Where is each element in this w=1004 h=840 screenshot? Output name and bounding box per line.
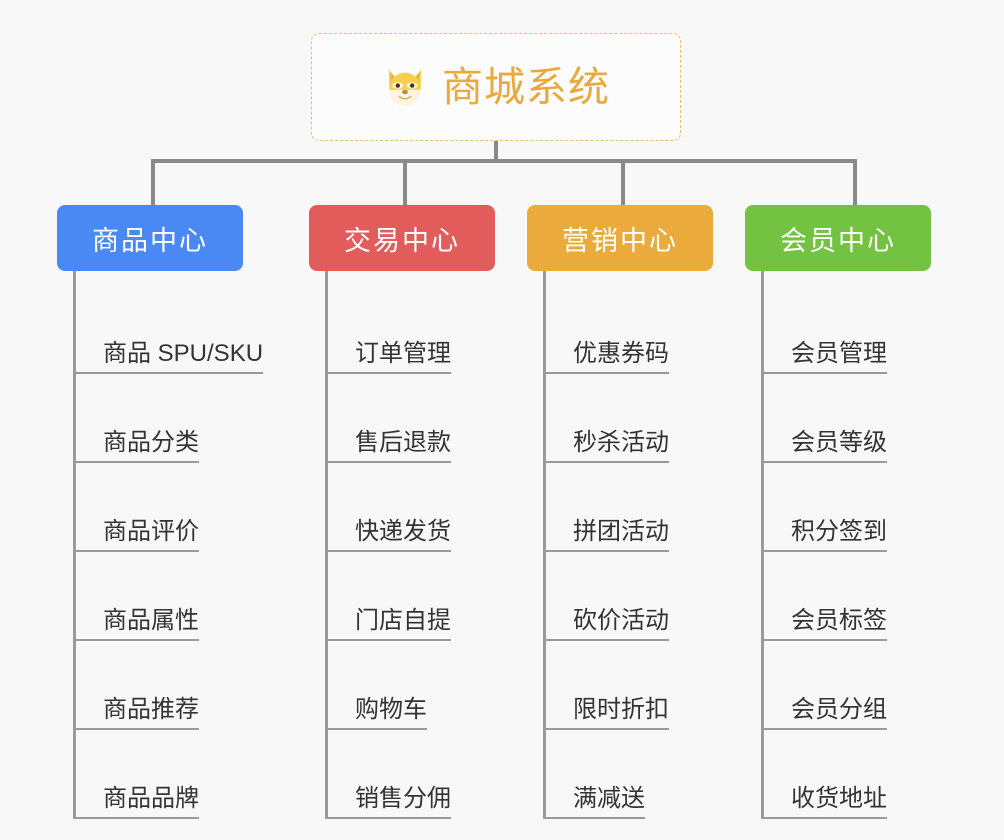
connector-drop-3 <box>621 159 625 205</box>
branch-item-label: 优惠券码 <box>573 339 669 367</box>
branch-item-underline <box>325 550 451 552</box>
branch-header[interactable]: 交易中心 <box>309 205 495 271</box>
branch-item-underline <box>73 728 199 730</box>
branch-item-label: 门店自提 <box>355 606 451 634</box>
branch-item[interactable]: 拼团活动 <box>543 463 713 552</box>
branch-item-label: 售后退款 <box>355 428 451 456</box>
branch-item-underline <box>543 639 669 641</box>
branch-item[interactable]: 会员标签 <box>761 552 931 641</box>
branch-item[interactable]: 销售分佣 <box>325 730 495 819</box>
branch-item-underline <box>761 817 887 819</box>
branch-item-list: 会员管理会员等级积分签到会员标签会员分组收货地址 <box>761 271 931 819</box>
branch-item-label: 拼团活动 <box>573 517 669 545</box>
connector-root-stem <box>494 141 498 162</box>
branch-item[interactable]: 商品属性 <box>73 552 243 641</box>
branch-item-underline <box>325 728 427 730</box>
branch-item-underline <box>73 372 263 374</box>
branch-item[interactable]: 购物车 <box>325 641 495 730</box>
branch-item-underline <box>543 461 669 463</box>
branch-item-underline <box>543 728 669 730</box>
branch-item-underline <box>543 372 669 374</box>
branch-item-underline <box>543 817 645 819</box>
branch-item-underline <box>73 639 199 641</box>
branch-item-underline <box>543 550 669 552</box>
branch-item-list: 商品 SPU/SKU 商品分类商品评价商品属性商品推荐商品品牌 <box>73 271 263 819</box>
root-node[interactable]: 商城系统 <box>311 33 681 141</box>
branch-item-underline <box>761 728 887 730</box>
branch-item-label: 商品品牌 <box>103 784 199 812</box>
branch-item[interactable]: 快递发货 <box>325 463 495 552</box>
shiba-dog-face-icon <box>382 64 428 110</box>
branch-item-underline <box>73 461 199 463</box>
branch-item-label: 会员管理 <box>791 339 887 367</box>
branch-header-label: 会员中心 <box>780 225 896 256</box>
branch-item-label: 商品分类 <box>103 428 199 456</box>
branch-item-list: 订单管理售后退款快递发货门店自提购物车销售分佣 <box>325 271 495 819</box>
branch-item-underline <box>761 372 887 374</box>
branch-item-label: 商品属性 <box>103 606 199 634</box>
branch-item-underline <box>325 372 451 374</box>
connector-drop-4 <box>853 159 857 205</box>
branch-column-1: 商品中心商品 SPU/SKU 商品分类商品评价商品属性商品推荐商品品牌 <box>57 205 263 819</box>
root-title: 商城系统 <box>442 63 610 110</box>
branch-item-underline <box>73 817 199 819</box>
branch-item[interactable]: 收货地址 <box>761 730 931 819</box>
branch-column-4: 会员中心会员管理会员等级积分签到会员标签会员分组收货地址 <box>745 205 931 819</box>
branch-item-underline <box>761 550 887 552</box>
branch-item-label: 购物车 <box>355 695 427 723</box>
branch-item-label: 秒杀活动 <box>573 428 669 456</box>
branch-header[interactable]: 商品中心 <box>57 205 243 271</box>
branch-item[interactable]: 商品评价 <box>73 463 243 552</box>
branch-item-underline <box>761 461 887 463</box>
branch-item-label: 商品推荐 <box>103 695 199 723</box>
branch-header[interactable]: 会员中心 <box>745 205 931 271</box>
branch-item-label: 砍价活动 <box>573 606 669 634</box>
branch-item[interactable]: 会员管理 <box>761 285 931 374</box>
branch-item[interactable]: 商品 SPU/SKU <box>73 285 263 374</box>
branch-header-label: 交易中心 <box>344 225 460 256</box>
branch-item[interactable]: 优惠券码 <box>543 285 713 374</box>
branch-header-label: 商品中心 <box>92 225 208 256</box>
branch-item[interactable]: 商品分类 <box>73 374 243 463</box>
connector-drop-1 <box>151 159 155 205</box>
branch-item-label: 商品 SPU/SKU <box>103 339 264 367</box>
branch-item-label: 会员分组 <box>791 695 887 723</box>
branch-header-label: 营销中心 <box>562 225 678 256</box>
branch-item-underline <box>325 461 451 463</box>
branch-item-label: 会员等级 <box>791 428 887 456</box>
branch-item-label: 限时折扣 <box>573 695 669 723</box>
branch-item-underline <box>325 817 451 819</box>
connector-horizontal-bus <box>151 159 857 163</box>
branch-header[interactable]: 营销中心 <box>527 205 713 271</box>
branch-item[interactable]: 限时折扣 <box>543 641 713 730</box>
connector-drop-2 <box>403 159 407 205</box>
branch-item[interactable]: 订单管理 <box>325 285 495 374</box>
branch-item-label: 收货地址 <box>791 784 887 812</box>
branch-column-3: 营销中心优惠券码秒杀活动拼团活动砍价活动限时折扣满减送 <box>527 205 713 819</box>
branch-item-underline <box>325 639 451 641</box>
branch-column-2: 交易中心订单管理售后退款快递发货门店自提购物车销售分佣 <box>309 205 495 819</box>
branch-item[interactable]: 商品品牌 <box>73 730 243 819</box>
branch-item-label: 订单管理 <box>355 339 451 367</box>
branch-item-label: 满减送 <box>573 784 645 812</box>
branch-item-underline <box>761 639 887 641</box>
branch-item-underline <box>73 550 199 552</box>
branch-item[interactable]: 满减送 <box>543 730 713 819</box>
branch-item-label: 快递发货 <box>355 517 451 545</box>
branch-item-list: 优惠券码秒杀活动拼团活动砍价活动限时折扣满减送 <box>543 271 713 819</box>
branch-item[interactable]: 门店自提 <box>325 552 495 641</box>
branch-item[interactable]: 积分签到 <box>761 463 931 552</box>
branch-item[interactable]: 商品推荐 <box>73 641 243 730</box>
branch-item[interactable]: 会员等级 <box>761 374 931 463</box>
branch-item-label: 积分签到 <box>791 517 887 545</box>
branch-item[interactable]: 秒杀活动 <box>543 374 713 463</box>
branch-item-label: 商品评价 <box>103 517 199 545</box>
branch-item-label: 销售分佣 <box>355 784 451 812</box>
branch-item-label: 会员标签 <box>791 606 887 634</box>
branch-item[interactable]: 会员分组 <box>761 641 931 730</box>
branch-item[interactable]: 砍价活动 <box>543 552 713 641</box>
branch-item[interactable]: 售后退款 <box>325 374 495 463</box>
